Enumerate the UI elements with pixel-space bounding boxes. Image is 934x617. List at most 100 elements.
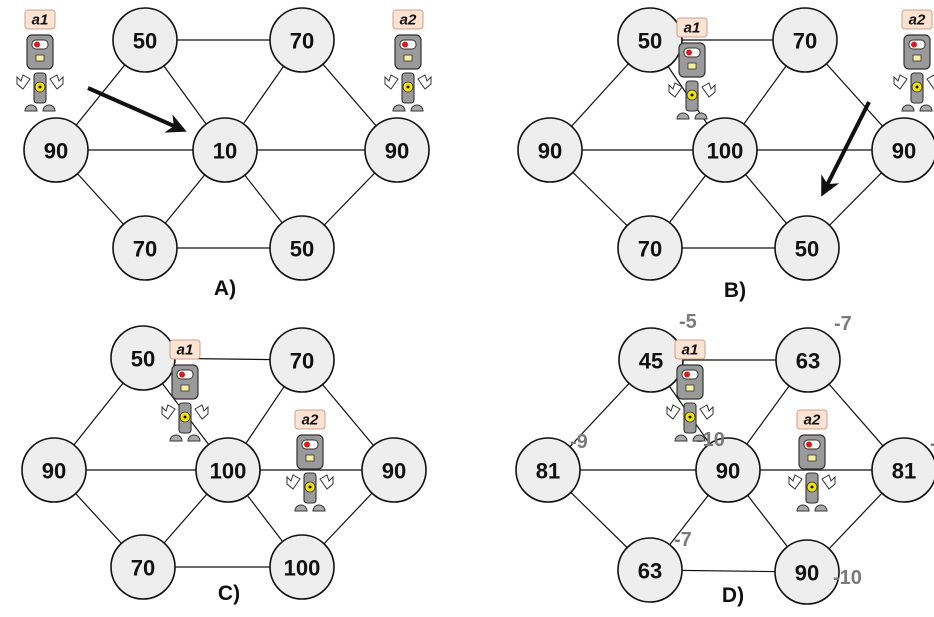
node-value: 63	[638, 559, 662, 584]
robot-agent-a1: a1	[666, 339, 714, 442]
move-arrow-icon	[87, 86, 187, 133]
graph-node-bottom-right: 90	[774, 539, 840, 605]
robot-eye-light	[179, 371, 185, 378]
agent-label: a2	[302, 412, 319, 429]
node-circle	[617, 537, 683, 603]
node-circle	[269, 7, 335, 73]
node-circle	[269, 327, 335, 393]
robot-hand-icon	[666, 404, 681, 420]
graph-node-mid-right: 90	[871, 117, 934, 183]
graph-node-bottom-right: 100	[269, 534, 335, 600]
graph-node-center: 90	[695, 437, 761, 503]
panel-label: D)	[722, 584, 744, 607]
node-circle	[515, 437, 581, 503]
value-delta-center: -10	[696, 429, 725, 451]
node-value: 70	[133, 237, 157, 262]
node-value: 70	[638, 237, 662, 262]
agent-tag: a1	[674, 339, 706, 360]
robot-agent-a1: a1	[16, 9, 64, 112]
graph-node-bottom-left: 70	[112, 215, 178, 281]
robot-foot	[676, 112, 690, 120]
robot-hand-icon	[668, 82, 683, 98]
node-circle	[617, 215, 683, 281]
agent-tag: a2	[392, 9, 424, 30]
panel-label: B)	[724, 279, 746, 302]
node-circle	[871, 117, 934, 183]
node-value: 70	[290, 29, 314, 54]
graph-node-mid-left: 81	[515, 437, 581, 503]
robot-agent-a2: a2	[286, 409, 334, 512]
robot-foot	[901, 104, 915, 112]
robot-hand-icon	[161, 404, 176, 420]
robot-agent-a2: a2	[893, 9, 934, 112]
node-circle	[269, 215, 335, 281]
graph-node-top-left: 45	[618, 327, 684, 393]
node-circle	[692, 117, 758, 183]
node-circle	[774, 215, 840, 281]
node-value: 70	[290, 349, 314, 374]
agent-label: a1	[684, 20, 701, 37]
robot-hand-icon	[893, 74, 908, 90]
graph-node-mid-left: 90	[517, 117, 583, 183]
graph-node-center: 10	[192, 117, 258, 183]
robot-hand-icon	[286, 474, 301, 490]
agent-tag: a1	[676, 17, 708, 38]
robot-foot	[694, 112, 708, 120]
node-value: 90	[795, 561, 819, 586]
robot-foot	[796, 504, 810, 512]
agent-label: a1	[682, 342, 699, 359]
robot-foot	[24, 104, 38, 112]
node-value: 90	[716, 459, 740, 484]
panel-label: A)	[214, 277, 236, 300]
robot-hand-icon	[821, 474, 836, 490]
node-value: 100	[210, 459, 247, 484]
node-value: 50	[795, 237, 819, 262]
graph-node-mid-left: 90	[23, 117, 89, 183]
node-circle	[775, 327, 841, 393]
node-circle	[195, 437, 261, 503]
graph-node-top-left: 50	[617, 7, 683, 73]
node-value: 100	[707, 139, 744, 164]
robot-hand-icon	[788, 474, 803, 490]
graph-node-top-right: 63	[775, 327, 841, 393]
robot-agent-a2: a2	[384, 9, 432, 112]
node-circle	[21, 437, 87, 503]
graph-node-mid-right: 81	[871, 437, 934, 503]
node-circle	[269, 534, 335, 600]
robot-foot	[919, 104, 933, 112]
robot-hand-icon	[384, 74, 399, 90]
node-circle	[112, 7, 178, 73]
node-value: 90	[44, 139, 68, 164]
node-circle	[23, 117, 89, 183]
agent-tag: a2	[901, 9, 933, 30]
robot-foot	[294, 504, 308, 512]
robot-hand-icon	[319, 474, 334, 490]
agent-label: a2	[804, 412, 821, 429]
node-value: 45	[639, 349, 663, 374]
node-value: 90	[385, 139, 409, 164]
graph-node-center: 100	[692, 117, 758, 183]
node-value: 100	[284, 556, 321, 581]
robot-hand-icon	[16, 74, 31, 90]
agent-label: a1	[32, 12, 49, 29]
node-value: 63	[796, 349, 820, 374]
value-delta-top-left: -5	[679, 311, 697, 333]
agent-tag: a1	[24, 9, 56, 30]
robot-foot	[169, 434, 183, 442]
robot-foot	[312, 504, 326, 512]
graph-node-center: 100	[195, 437, 261, 503]
robot-hand-icon	[926, 74, 934, 90]
robot-foot	[42, 104, 56, 112]
node-value: 50	[131, 347, 155, 372]
robot-agent-a1: a1	[668, 17, 716, 120]
node-circle	[517, 117, 583, 183]
node-circle	[618, 327, 684, 393]
graph-node-top-left: 50	[110, 325, 176, 391]
agent-tag: a2	[294, 409, 326, 430]
node-value: 90	[42, 459, 66, 484]
robot-hand-icon	[417, 74, 432, 90]
robot-foot	[814, 504, 828, 512]
